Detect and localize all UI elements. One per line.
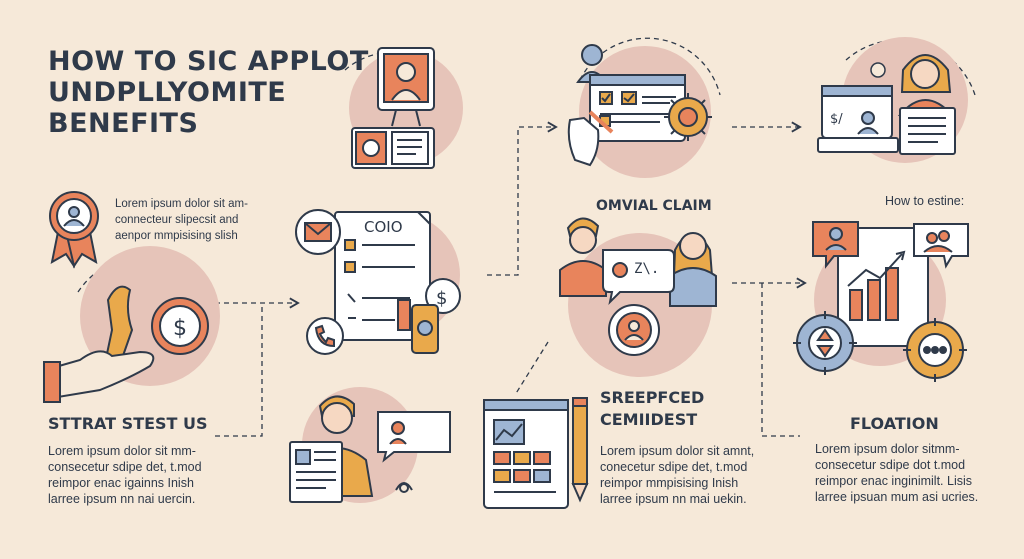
- middle-heading-line-2: CEMIIDEST: [600, 410, 698, 429]
- browser-label: $/: [830, 112, 843, 127]
- profile-circle-icon: [608, 304, 660, 356]
- middle-section-body: Lorem ipsum dolor sit amnt, conecetur sd…: [600, 443, 754, 507]
- user-chat-bubble-icon: [812, 221, 859, 269]
- group-chat-bubble-icon: [913, 223, 969, 269]
- right-top-label: How to estine:: [885, 194, 965, 208]
- intro-line-2: connecteur slipecsit and: [115, 214, 239, 226]
- left-line-2: consecetur sdipe det, t.mod: [48, 460, 202, 474]
- middle-heading-line-1: SREEPFCED: [600, 388, 705, 407]
- right-line-2: consecetur sdipe dot t.mod: [815, 458, 966, 472]
- browser-window-icon: [817, 85, 899, 153]
- right-line-4: larree ipsuan mum asi ucries.: [815, 490, 979, 504]
- right-line-1: Lorem ipsum dolor sitmm-: [815, 442, 960, 456]
- page-title: HOW TO SIC APPLOT UNDPLLYOMITE BENEFITS: [48, 46, 369, 139]
- hand-holding-coin-icon: $: [43, 285, 209, 403]
- intro-line-3: aenpor mmpisising slish: [115, 230, 238, 242]
- report-document-icon: [483, 399, 569, 509]
- middle-line-3: reimpor mmpisising Inish: [600, 476, 739, 490]
- small-arrow-circle-icon: [870, 62, 886, 78]
- hand-pen-icon: [567, 110, 614, 167]
- left-section-body: Lorem ipsum dolor sit mm- consecetur sdi…: [48, 443, 202, 507]
- right-section-heading: FLOATION: [850, 414, 939, 433]
- title-line-3: BENEFITS: [48, 108, 199, 139]
- user-speech-bubble-icon: [377, 411, 451, 463]
- right-line-3: reimpor enac inginimilt. Lisis: [815, 474, 973, 488]
- pencil-icon: [571, 397, 589, 503]
- laptop-icon: [351, 127, 435, 169]
- middle-line-4: larree ipsum nn mai uekin.: [600, 492, 747, 506]
- speech-bubble-text: Z\.: [634, 261, 660, 277]
- growth-chart-icon: [837, 227, 929, 347]
- checklist-document-icon: [334, 211, 431, 341]
- left-line-3: reimpor enac igainns Inish: [48, 476, 194, 490]
- connector-right-down: [761, 283, 800, 437]
- connector-mid-up: [487, 121, 558, 276]
- left-section-heading: STTRAT STEST US: [48, 414, 208, 433]
- connector-left-down: [215, 303, 263, 437]
- title-line-2: UNDPLLYOMITE: [48, 77, 287, 108]
- document-label: COIO: [364, 218, 403, 236]
- smartphone-icon: [411, 304, 439, 354]
- envelope-icon: [295, 209, 341, 255]
- resume-person-icon: [289, 395, 374, 503]
- gear-icon-orange: [903, 318, 967, 382]
- middle-line-1: Lorem ipsum dolor sit amnt,: [600, 444, 755, 458]
- intro-line-1: Lorem ipsum dolor sit am-: [115, 198, 248, 210]
- left-line-4: larree ipsum nn nai uercin.: [48, 492, 196, 506]
- woman-avatar-icon: [897, 54, 956, 155]
- intro-text: Lorem ipsum dolor sit am- connecteur sli…: [115, 196, 248, 244]
- checklist-screen-icon: [576, 44, 686, 142]
- dashed-ring-top-mid: [579, 37, 721, 96]
- middle-top-heading: OMVIAL CLAIM: [596, 198, 712, 214]
- speech-bubble-icon: [602, 249, 675, 306]
- title-line-1: HOW TO SIC APPLOT: [48, 46, 369, 77]
- man-avatar-icon: [559, 217, 607, 297]
- dashed-ring-top-right: [845, 39, 976, 96]
- gear-icon-blue: [793, 311, 857, 375]
- tablet-person-icon: [377, 47, 435, 127]
- headset-icon: [395, 482, 413, 493]
- phone-call-icon: [306, 317, 344, 355]
- svg-text:$: $: [173, 316, 187, 341]
- middle-section-heading: SREEPFCED CEMIIDEST: [600, 387, 704, 431]
- woman-avatar-icon-2: [669, 232, 717, 307]
- gear-icon: [664, 93, 712, 141]
- left-line-1: Lorem ipsum dolor sit mm-: [48, 444, 196, 458]
- connector-mid-lower: [514, 341, 549, 396]
- right-section-body: Lorem ipsum dolor sitmm- consecetur sdip…: [815, 441, 978, 505]
- award-badge-icon: [49, 191, 99, 269]
- svg-text:$: $: [436, 288, 447, 309]
- middle-line-2: conecetur sdipe det, t.mod: [600, 460, 748, 474]
